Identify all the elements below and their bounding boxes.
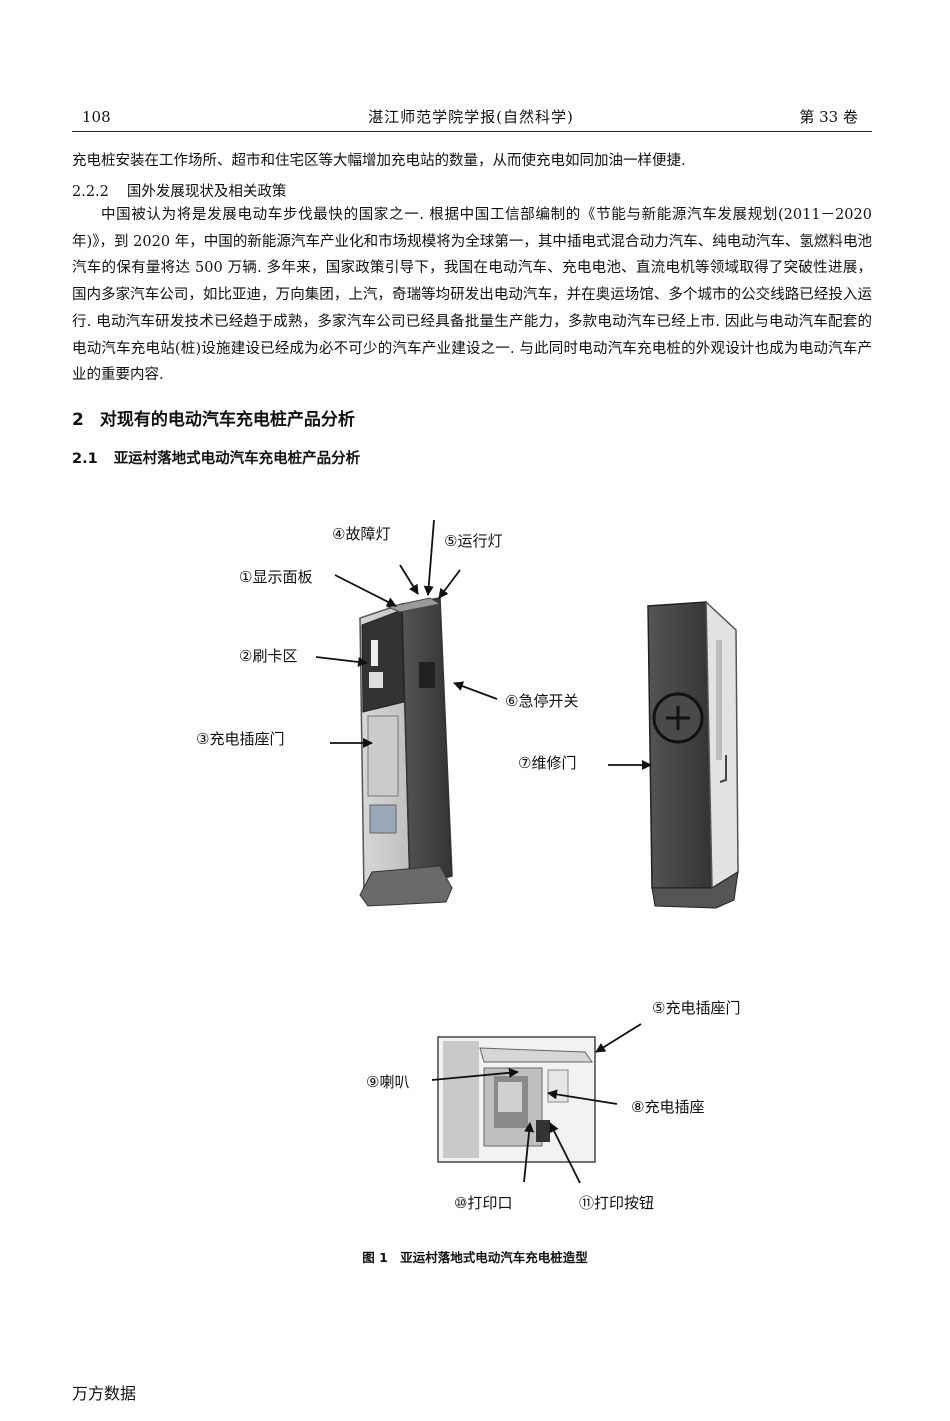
label-card-area: ②刷卡区	[239, 647, 298, 665]
subsection-title: 国外发展现状及相关政策	[126, 184, 287, 200]
section-heading: 2 对现有的电动汽车充电桩产品分析	[72, 405, 355, 430]
subsection-heading-2-1: 2.1 亚运村落地式电动汽车充电桩产品分析	[72, 447, 360, 468]
page-number: 108	[82, 108, 111, 126]
header-rule	[72, 131, 872, 132]
charger-front-view	[359, 597, 453, 907]
label-maintenance-door: ⑦维修门	[518, 754, 577, 772]
first-line: 充电桩安装在工作场所、超市和住宅区等大幅增加充电站的数量，从而使充电如同加油一样…	[72, 153, 686, 169]
subsection-2-1-title: 亚运村落地式电动汽车充电桩产品分析	[113, 451, 361, 467]
label-socket-door: ③充电插座门	[196, 730, 285, 748]
journal-title: 湛江师范学院学报(自然科学)	[368, 108, 574, 126]
body-paragraph: 中国被认为将是发展电动车步伐最快的国家之一. 根据中国工信部编制的《节能与新能源…	[72, 207, 872, 384]
callout-arrows	[315, 519, 652, 1184]
charger-detail-photo	[437, 1036, 596, 1163]
watermark: 万方数据	[72, 1384, 137, 1403]
label-run-light: ⑤运行灯	[444, 532, 503, 550]
label-charging-socket: ⑧充电插座	[631, 1098, 705, 1116]
label-print-port: ⑩打印口	[454, 1194, 513, 1212]
label-fault-light: ④故障灯	[332, 525, 391, 543]
label-emergency-stop: ⑥急停开关	[505, 692, 579, 710]
section-title: 对现有的电动汽车充电桩产品分析	[99, 410, 355, 430]
label-print-button: ⑪打印按钮	[579, 1194, 655, 1212]
figure-illustration	[315, 519, 739, 1184]
figure-caption: 图 1 亚运村落地式电动汽车充电桩造型	[362, 1250, 588, 1265]
label-speaker: ⑨喇叭	[366, 1073, 410, 1091]
label-socket-door-detail: ⑤充电插座门	[652, 999, 741, 1017]
subsection-heading: 2.2.2 国外发展现状及相关政策	[72, 180, 286, 201]
charger-side-view	[647, 600, 739, 909]
running-header: 108 湛江师范学院学报(自然科学) 第 33 卷	[72, 104, 870, 128]
volume-label: 第 33 卷	[799, 108, 858, 126]
label-display-panel: ①显示面板	[239, 568, 313, 586]
section-number: 2	[72, 410, 84, 430]
subsection-2-1-number: 2.1	[72, 451, 98, 467]
subsection-number: 2.2.2	[72, 184, 109, 200]
